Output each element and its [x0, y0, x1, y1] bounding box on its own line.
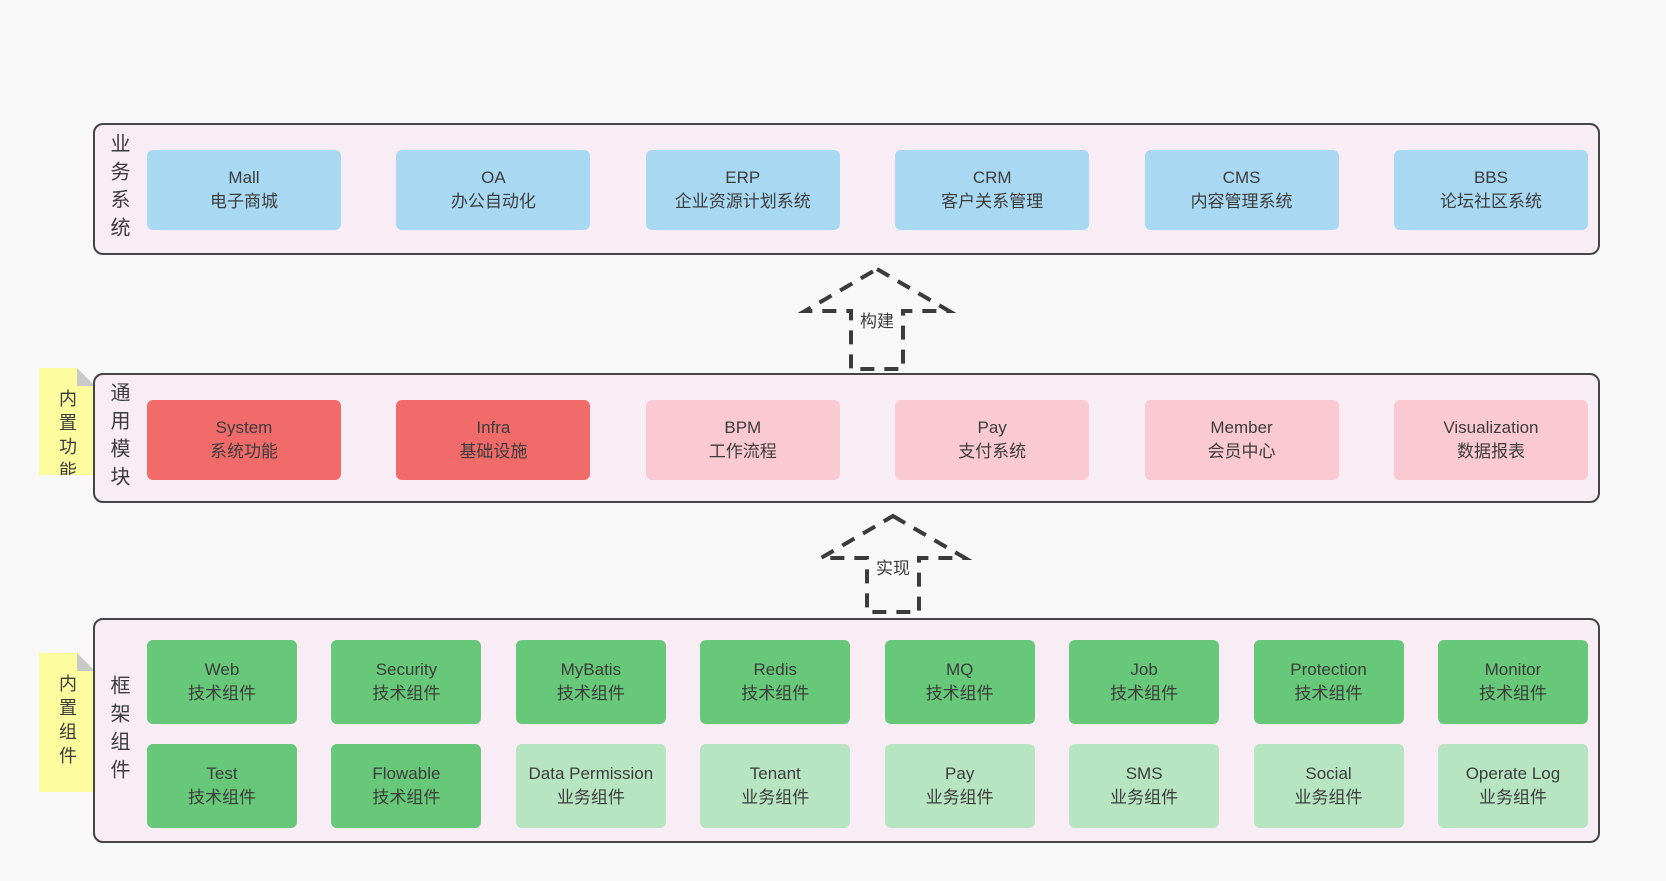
box-desc: 技术组件 — [372, 788, 441, 807]
box-desc: 技术组件 — [741, 684, 810, 703]
box-desc: 技术组件 — [1478, 684, 1547, 703]
box-name: CMS — [1222, 167, 1261, 187]
box-desc: 工作流程 — [708, 442, 777, 461]
box-mq: MQ 技术组件 — [884, 640, 1035, 724]
box-pay-module: Pay 支付系统 — [895, 400, 1090, 480]
box-erp: ERP 企业资源计划系统 — [645, 150, 840, 230]
box-name: Web — [204, 659, 240, 679]
box-name: MQ — [945, 659, 974, 679]
box-infra: Infra 基础设施 — [396, 400, 591, 480]
layer-common-modules: 通用模块 System 系统功能 Infra 基础设施 BPM 工作流程 Pay… — [93, 373, 1600, 503]
box-name: SMS — [1125, 763, 1163, 783]
box-desc: 技术组件 — [925, 684, 994, 703]
box-desc: 技术组件 — [188, 788, 256, 807]
box-name: Operate Log — [1465, 763, 1561, 783]
box-job: Job 技术组件 — [1069, 640, 1220, 724]
box-name: Infra — [476, 417, 511, 437]
box-member: Member 会员中心 — [1144, 400, 1339, 480]
box-name: Job — [1130, 659, 1158, 679]
box-cms: CMS 内容管理系统 — [1144, 150, 1339, 230]
box-data-permission: Data Permission 业务组件 — [515, 744, 666, 828]
box-name: Data Permission — [528, 763, 654, 783]
components-row-1: Web 技术组件 Security 技术组件 MyBatis 技术组件 Redi… — [147, 640, 1588, 724]
box-name: Member — [1210, 417, 1273, 437]
box-name: CRM — [972, 167, 1012, 187]
box-oa: OA 办公自动化 — [396, 150, 591, 230]
box-name: Test — [206, 763, 238, 783]
components-row-2: Test 技术组件 Flowable 技术组件 Data Permission … — [147, 744, 1588, 828]
box-desc: 电子商城 — [210, 192, 278, 211]
box-name: Redis — [753, 659, 797, 679]
box-desc: 支付系统 — [958, 442, 1027, 461]
box-desc: 业务组件 — [1478, 788, 1547, 807]
layer-components-label: 框架组件 — [107, 674, 129, 787]
layer-modules-label: 通用模块 — [107, 382, 129, 494]
box-desc: 企业资源计划系统 — [674, 192, 811, 211]
business-box-row: Mall 电子商城 OA 办公自动化 ERP 企业资源计划系统 CRM 客户关系… — [147, 150, 1588, 230]
box-name: MyBatis — [560, 659, 622, 679]
box-name: Monitor — [1484, 659, 1542, 679]
box-desc: 技术组件 — [1294, 684, 1363, 703]
box-test: Test 技术组件 — [147, 744, 297, 828]
box-name: BPM — [724, 417, 762, 437]
box-flowable: Flowable 技术组件 — [331, 744, 482, 828]
box-monitor: Monitor 技术组件 — [1437, 640, 1588, 724]
box-desc: 技术组件 — [556, 684, 625, 703]
box-web: Web 技术组件 — [147, 640, 297, 724]
box-name: Security — [375, 659, 438, 679]
box-desc: 业务组件 — [741, 788, 810, 807]
box-bpm: BPM 工作流程 — [645, 400, 840, 480]
box-desc: 技术组件 — [372, 684, 441, 703]
box-desc: 业务组件 — [556, 788, 625, 807]
box-name: Pay — [977, 417, 1007, 437]
box-name: Protection — [1290, 659, 1367, 679]
modules-box-row: System 系统功能 Infra 基础设施 BPM 工作流程 Pay 支付系统… — [147, 400, 1588, 480]
box-pay-component: Pay 业务组件 — [884, 744, 1035, 828]
box-desc: 会员中心 — [1207, 442, 1276, 461]
box-system: System 系统功能 — [147, 400, 341, 480]
box-name: BBS — [1473, 167, 1508, 187]
box-mybatis: MyBatis 技术组件 — [515, 640, 666, 724]
layer-business-label: 业务系统 — [107, 133, 129, 245]
box-mall: Mall 电子商城 — [147, 150, 341, 230]
box-desc: 技术组件 — [1110, 684, 1179, 703]
box-protection: Protection 技术组件 — [1253, 640, 1404, 724]
sticky-note-built-in-components: 内置组件 — [39, 653, 95, 792]
box-name: Tenant — [749, 763, 801, 783]
box-desc: 客户关系管理 — [941, 192, 1044, 211]
box-name: Pay — [945, 763, 975, 783]
box-desc: 内容管理系统 — [1190, 192, 1293, 211]
layer-business-systems: 业务系统 Mall 电子商城 OA 办公自动化 ERP 企业资源计划系统 CRM… — [93, 123, 1600, 255]
box-desc: 业务组件 — [1294, 788, 1363, 807]
box-redis: Redis 技术组件 — [700, 640, 851, 724]
box-sms: SMS 业务组件 — [1069, 744, 1220, 828]
box-desc: 论坛社区系统 — [1439, 192, 1542, 211]
box-desc: 基础设施 — [459, 442, 528, 461]
box-desc: 技术组件 — [188, 684, 256, 703]
box-name: ERP — [725, 167, 761, 187]
box-name: Flowable — [372, 763, 441, 783]
box-name: Social — [1305, 763, 1352, 783]
box-name: Visualization — [1443, 417, 1539, 437]
sticky-note-text: 内置组件 — [57, 674, 77, 770]
box-desc: 数据报表 — [1456, 442, 1525, 461]
box-crm: CRM 客户关系管理 — [895, 150, 1090, 230]
sticky-note-text: 内置功能 — [57, 389, 77, 485]
box-desc: 办公自动化 — [450, 192, 536, 211]
box-tenant: Tenant 业务组件 — [700, 744, 851, 828]
box-operate-log: Operate Log 业务组件 — [1437, 744, 1588, 828]
box-name: Mall — [228, 167, 260, 187]
box-name: OA — [481, 167, 506, 187]
build-arrow-label: 构建 — [857, 312, 897, 333]
box-desc: 业务组件 — [1110, 788, 1179, 807]
box-bbs: BBS 论坛社区系统 — [1393, 150, 1588, 230]
implement-arrow-label: 实现 — [873, 559, 913, 580]
box-security: Security 技术组件 — [331, 640, 482, 724]
box-visualization: Visualization 数据报表 — [1393, 400, 1588, 480]
box-desc: 业务组件 — [925, 788, 994, 807]
box-name: System — [215, 417, 273, 437]
box-social: Social 业务组件 — [1253, 744, 1404, 828]
layer-framework-components: 框架组件 Web 技术组件 Security 技术组件 MyBatis 技术组件… — [93, 618, 1600, 843]
box-desc: 系统功能 — [210, 442, 278, 461]
